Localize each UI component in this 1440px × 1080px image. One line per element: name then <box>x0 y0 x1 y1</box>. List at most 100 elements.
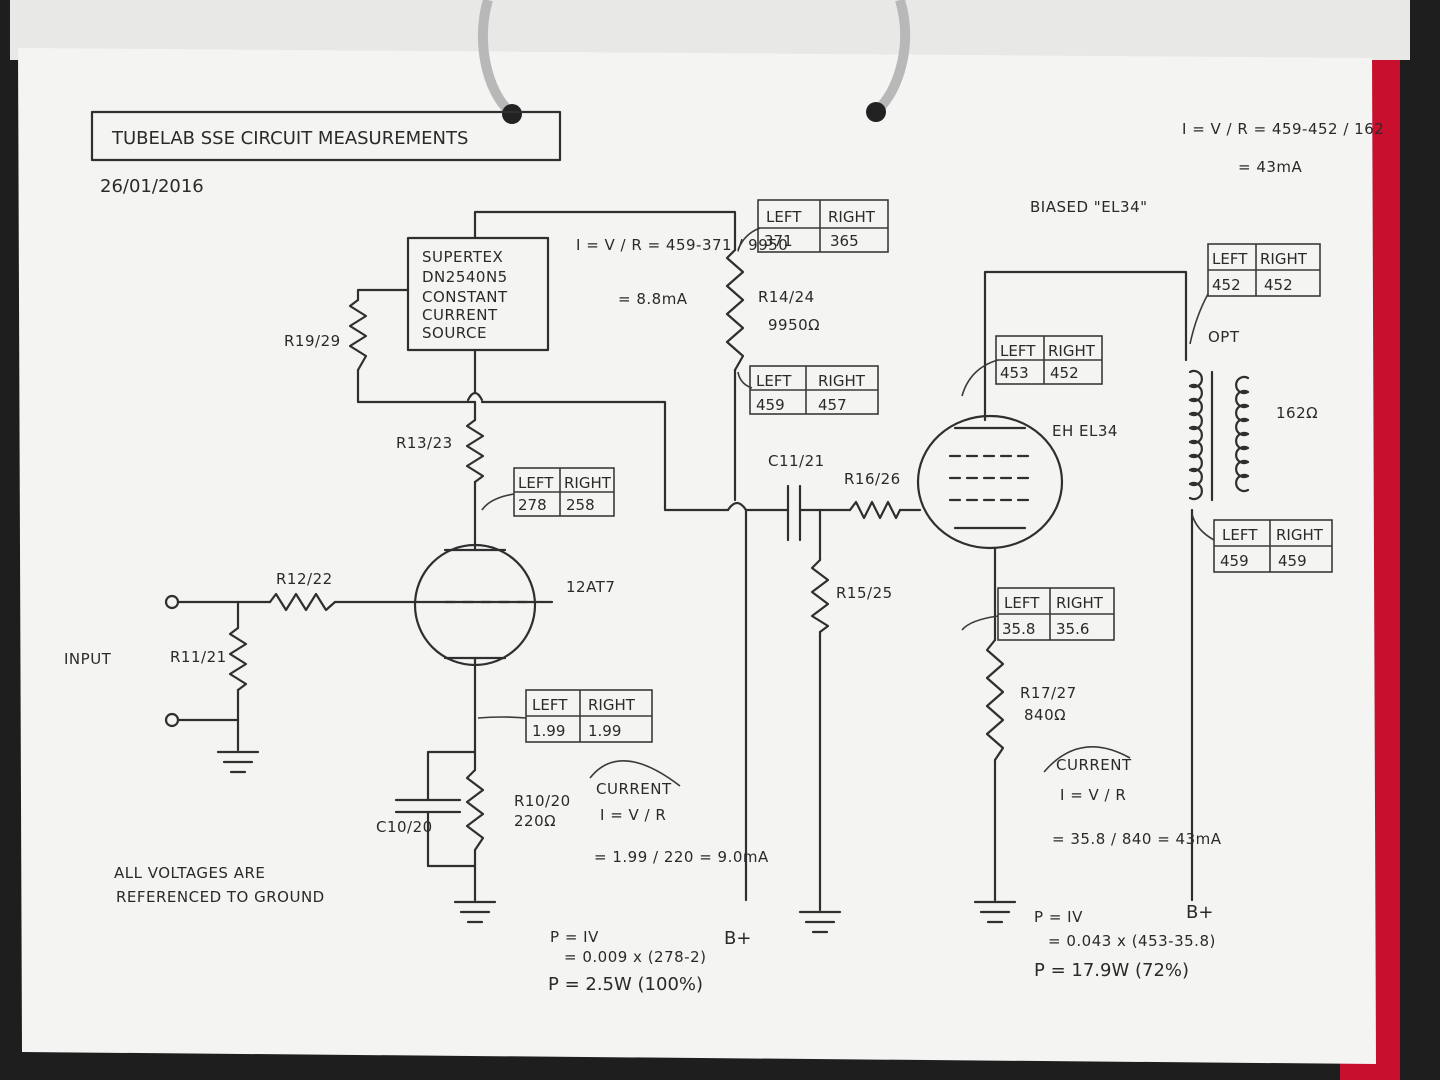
table-value-right: 365 <box>830 232 859 250</box>
svg-text:LEFT: LEFT <box>1222 526 1258 544</box>
ground-icon <box>798 910 842 934</box>
calc-v1-power-line1: P = IV <box>550 928 599 946</box>
label-r14: R14/24 <box>758 288 815 306</box>
calc-v2-power-line2: = 0.043 x (453-35.8) <box>1048 932 1216 950</box>
calc-v2-current-title: CURRENT <box>1056 756 1132 774</box>
ccs-line-1: SUPERTEX <box>422 248 503 266</box>
svg-text:RIGHT: RIGHT <box>1056 594 1104 612</box>
label-r19: R19/29 <box>284 332 341 350</box>
ground-icon <box>973 900 1017 924</box>
ground-icon <box>216 750 260 774</box>
calc-opt-line1: I = V / R = 459-452 / 162 <box>1182 120 1384 138</box>
svg-text:RIGHT: RIGHT <box>818 372 866 390</box>
calc-v1-power-line2: = 0.009 x (278-2) <box>564 948 706 966</box>
transformer-primary <box>1188 369 1203 501</box>
punch-hole-right <box>866 102 886 122</box>
output-transformer <box>1188 369 1250 502</box>
title-box <box>90 110 562 162</box>
wire-crossover-1 <box>466 391 484 402</box>
tube-envelope-1 <box>413 543 537 667</box>
wire-r19-top <box>356 288 410 302</box>
tube-2-label: EH EL34 <box>1052 422 1118 440</box>
arrow-icon <box>1191 513 1215 541</box>
tube-envelope-2 <box>916 414 1064 550</box>
calc-v1-current-title: CURRENT <box>596 780 672 798</box>
table-value-right: 457 <box>818 396 847 414</box>
svg-text:RIGHT: RIGHT <box>1048 342 1096 360</box>
binder-ring-right <box>874 0 910 114</box>
table-value-left: 35.8 <box>1002 620 1035 638</box>
opt-value: 162Ω <box>1276 404 1318 422</box>
svg-text:RIGHT: RIGHT <box>828 208 876 226</box>
ground-icon <box>453 900 497 924</box>
ccs-line-2: DN2540N5 <box>422 268 508 286</box>
wiring <box>176 210 1194 912</box>
table-value-right: 452 <box>1050 364 1079 382</box>
calc-v1-power-result: P = 2.5W (100%) <box>548 974 703 995</box>
arrow-icon <box>737 227 761 251</box>
ccs-line-3: CONSTANT <box>422 288 508 306</box>
calc-v1-current-formula: I = V / R <box>600 806 666 824</box>
arrow-icon <box>737 371 753 389</box>
biased-note: BIASED "EL34" <box>1030 198 1148 216</box>
value-r17: 840Ω <box>1024 706 1066 724</box>
calc-r14-line2: = 8.8mA <box>618 290 688 308</box>
table-value-left: 278 <box>518 496 547 514</box>
wire-to-coupling <box>480 400 730 512</box>
tube-1-label: 12AT7 <box>566 578 615 596</box>
curved-arrow-icon <box>589 760 681 787</box>
svg-text:LEFT: LEFT <box>756 372 792 390</box>
calc-v2-power-result: P = 17.9W (72%) <box>1034 960 1189 981</box>
resistor-r12 <box>268 592 337 612</box>
wire-v2-anode <box>983 270 1188 422</box>
calc-v1-current-result: = 1.99 / 220 = 9.0mA <box>594 848 769 866</box>
svg-text:LEFT: LEFT <box>1000 342 1036 360</box>
transformer-secondary <box>1235 375 1250 493</box>
arrow-icon <box>1189 293 1209 345</box>
svg-text:RIGHT: RIGHT <box>564 474 612 492</box>
table-value-left: 452 <box>1212 276 1241 294</box>
resistor-r17 <box>985 638 1005 762</box>
ccs-line-5: SOURCE <box>422 324 487 342</box>
table-value-right: 459 <box>1278 552 1307 570</box>
resistor-r19 <box>348 298 368 372</box>
value-r10: 220Ω <box>514 812 556 830</box>
svg-text:LEFT: LEFT <box>532 696 568 714</box>
resistor-r14 <box>725 248 745 372</box>
measurement-table-v2-anode: LEFT RIGHT 453 452 <box>995 335 1103 385</box>
table-value-left: 459 <box>756 396 785 414</box>
resistor-r11 <box>228 626 248 692</box>
label-r10: R10/20 <box>514 792 571 810</box>
svg-text:RIGHT: RIGHT <box>1276 526 1324 544</box>
label-r13: R13/23 <box>396 434 453 452</box>
input-terminal-bottom <box>164 712 180 728</box>
bplus-label-1: B+ <box>724 928 751 949</box>
resistor-r10 <box>465 768 485 852</box>
label-r17: R17/27 <box>1020 684 1077 702</box>
resistors <box>228 248 1005 852</box>
arrow-icon <box>961 615 999 631</box>
input-label: INPUT <box>64 650 112 668</box>
bplus-label-2: B+ <box>1186 902 1213 923</box>
wire-c10-top <box>426 750 477 802</box>
wire-r19-bottom <box>356 368 477 404</box>
table-value-right: 1.99 <box>588 722 621 740</box>
table-value-left: 453 <box>1000 364 1029 382</box>
ccs-line-4: CURRENT <box>422 306 498 324</box>
calc-r14-line1: I = V / R = 459-371 / 9950 <box>576 236 788 254</box>
paper-sheet <box>18 48 1376 1064</box>
tube-el34 <box>916 414 1064 550</box>
curved-arrow-icon <box>1043 746 1131 773</box>
svg-text:LEFT: LEFT <box>766 208 802 226</box>
resistor-r13 <box>465 418 485 484</box>
punch-hole-left <box>502 104 522 124</box>
svg-text:LEFT: LEFT <box>1004 594 1040 612</box>
input-terminal-top <box>164 594 180 610</box>
calc-v2-current-formula: I = V / R <box>1060 786 1126 804</box>
